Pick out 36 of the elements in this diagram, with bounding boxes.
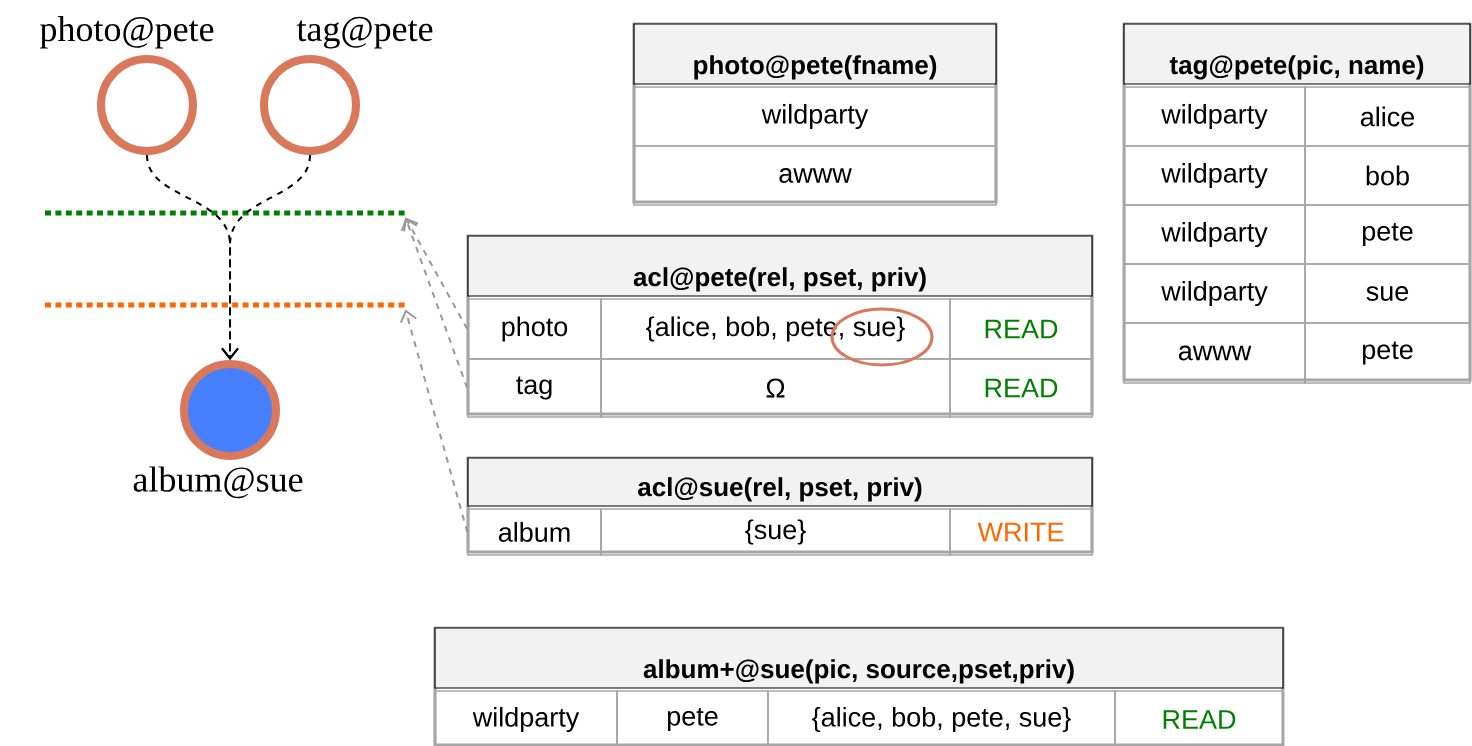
- table-cell: album: [467, 508, 602, 556]
- leader-arrow: [399, 309, 469, 533]
- dotted-line: [45, 302, 405, 308]
- node-label: album@sue: [133, 466, 303, 499]
- table-cell: photo: [467, 298, 602, 360]
- table-cell: {sue}: [600, 508, 951, 556]
- circle-node: photo@pete: [40, 15, 214, 155]
- circle-node: album@sue: [133, 360, 303, 499]
- table-cell: READ: [949, 298, 1093, 360]
- table-cell: WRITE: [949, 508, 1093, 556]
- table-cell: pete: [616, 690, 769, 746]
- table-cell: wildparty: [633, 86, 997, 147]
- table-cell: tag: [467, 358, 602, 418]
- dotted-line: [45, 210, 405, 216]
- table-cell: awww: [633, 145, 997, 206]
- table-cell: wildparty: [1123, 86, 1306, 147]
- table-cell: Ω: [600, 358, 951, 418]
- table-cell: wildparty: [1123, 204, 1306, 265]
- table-cell: alice: [1304, 86, 1471, 147]
- table-cell: READ: [1114, 690, 1284, 746]
- leader-arrow: [403, 217, 469, 330]
- node-label: photo@pete: [40, 15, 214, 49]
- table-cell: awww: [1123, 322, 1306, 384]
- table-cell: bob: [1304, 145, 1471, 206]
- table-cell: wildparty: [1123, 145, 1306, 206]
- table-cell: pete: [1304, 322, 1471, 384]
- table-cell: wildparty: [434, 690, 618, 746]
- table-cell: wildparty: [1123, 263, 1306, 324]
- node-label: tag@pete: [296, 16, 433, 49]
- table-cell: READ: [949, 358, 1093, 418]
- leader-arrow: [400, 217, 469, 389]
- table-cell: pete: [1304, 204, 1471, 265]
- dashed-arrow: [221, 154, 311, 360]
- circle-node: tag@pete: [260, 16, 433, 155]
- table-cell: sue: [1304, 263, 1471, 324]
- table-cell: {alice, bob, pete, sue}: [767, 690, 1116, 746]
